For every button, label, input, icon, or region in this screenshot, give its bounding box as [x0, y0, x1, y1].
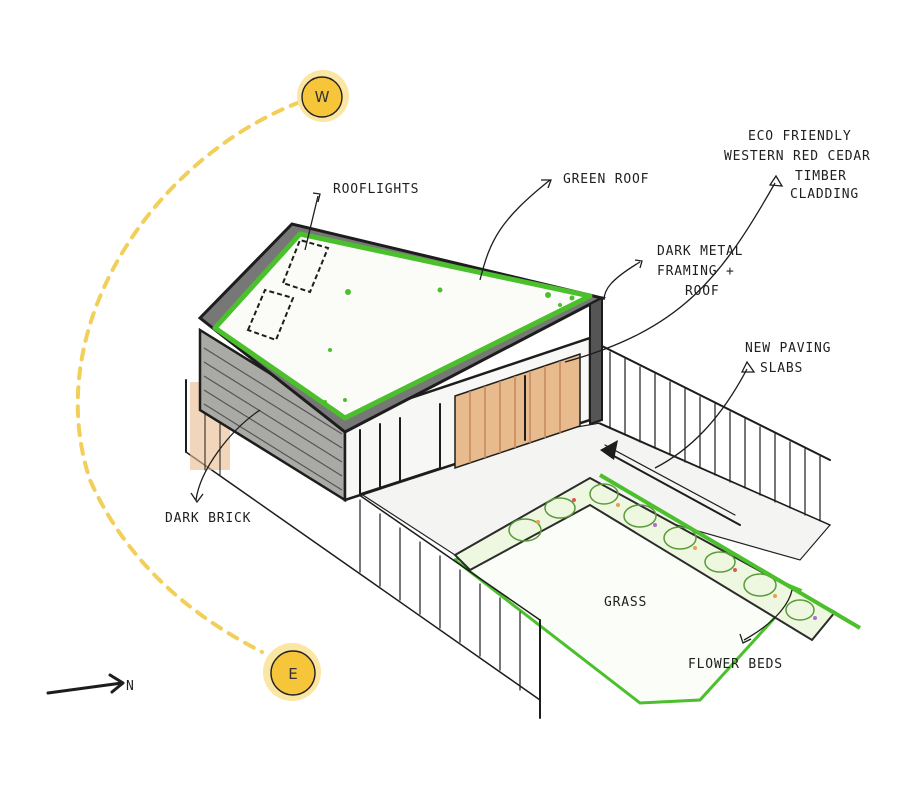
flower-beds-label: FLOWER BEDS — [688, 657, 783, 672]
roof-vegetation — [323, 287, 575, 404]
sun-path — [75, 100, 302, 654]
dark-metal-label-line1: DARK METAL — [657, 244, 743, 259]
paving-label-line2: SLABS — [760, 361, 803, 376]
sun-west-icon: W — [297, 70, 349, 122]
dark-metal-label-line3: ROOF — [685, 284, 720, 299]
cedar-boards — [469, 361, 561, 463]
dark-brick-label: DARK BRICK — [165, 511, 251, 526]
sun-west-label: W — [315, 88, 330, 106]
sun-east-label: E — [288, 665, 297, 683]
right-fence — [597, 344, 831, 526]
north-label: N — [126, 679, 135, 694]
rooflights-label: ROOFLIGHTS — [333, 182, 419, 197]
grass-label: GRASS — [604, 595, 647, 610]
roof-fascia-right — [589, 296, 603, 426]
flower-bed — [453, 476, 837, 642]
cedar-label-line3: TIMBER — [795, 169, 847, 184]
cedar-label-line1: ECO FRIENDLY — [748, 129, 852, 144]
cedar-label-line4: CLADDING — [790, 187, 859, 202]
left-fence — [185, 379, 541, 719]
cedar-label-line2: WESTERN RED CEDAR — [724, 149, 871, 164]
green-roof-label: GREEN ROOF — [563, 172, 649, 187]
dark-metal-label-line2: FRAMING + — [657, 264, 735, 279]
flower-dots — [536, 498, 817, 620]
paving-label-line1: NEW PAVING — [745, 341, 831, 356]
leader-lines — [190, 174, 793, 644]
flower-bed-plants — [508, 483, 815, 621]
glazed-doors — [359, 403, 441, 495]
north-arrow-icon: N — [46, 673, 135, 695]
sun-east-icon: E — [263, 643, 321, 701]
rooflight-icon — [246, 238, 330, 342]
bed-green-edge — [598, 473, 862, 630]
cedar-cladding — [454, 352, 581, 470]
walkway-arrow-icon — [600, 440, 741, 526]
green-roof — [212, 231, 593, 421]
brick-courses — [203, 347, 343, 491]
